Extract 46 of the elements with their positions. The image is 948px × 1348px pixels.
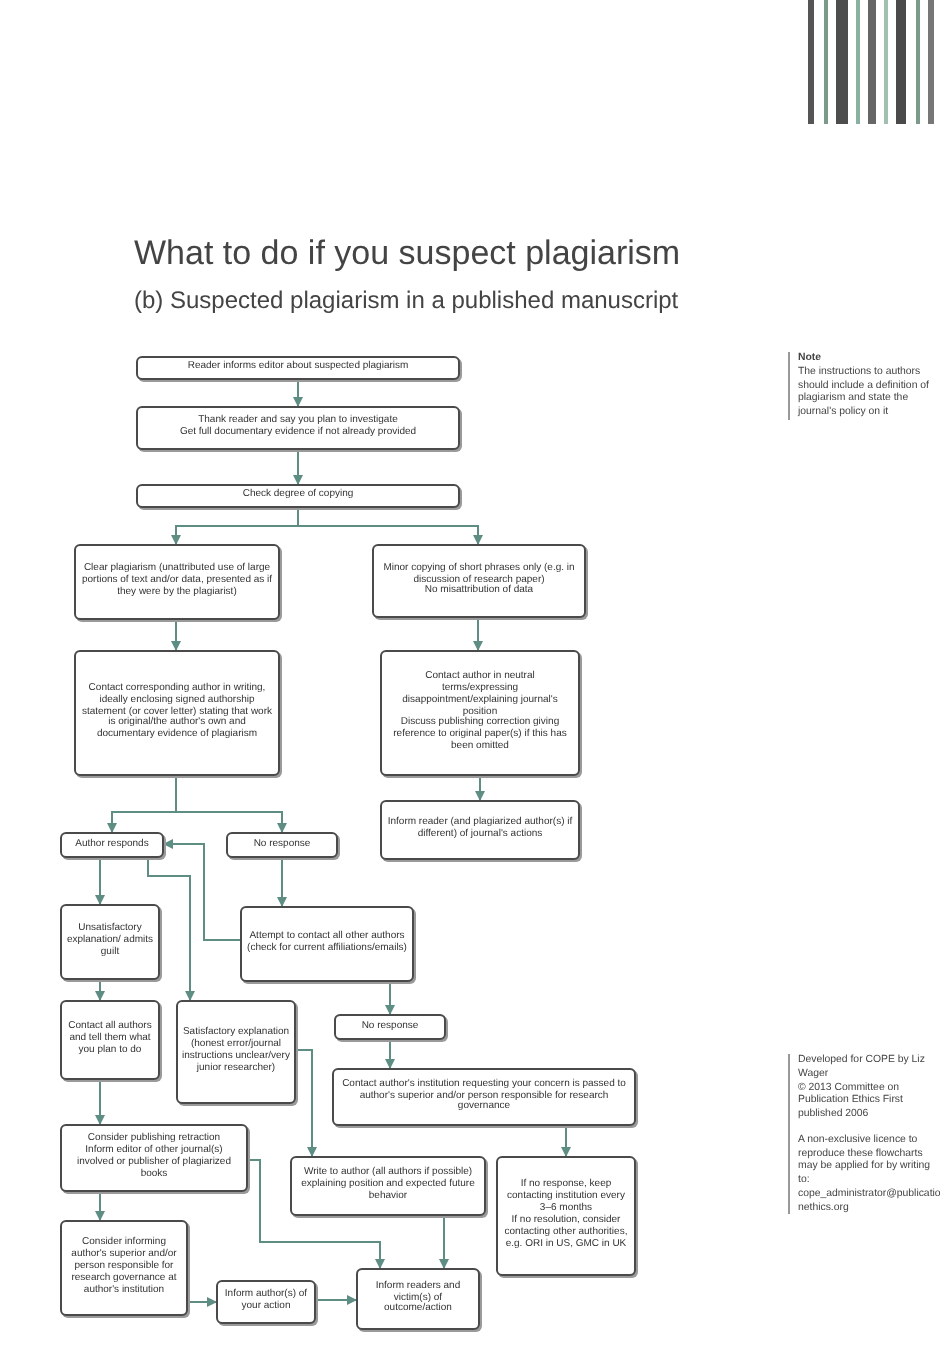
arrow (277, 857, 287, 907)
arrow (439, 1215, 449, 1269)
arrow (293, 379, 303, 407)
arrow (295, 1049, 317, 1157)
arrow (175, 775, 287, 833)
process-box (356, 1268, 480, 1330)
process-box (496, 1156, 636, 1276)
arrow (95, 1079, 105, 1125)
subtitle: (b) Suspected plagiarism in a published manuscript (134, 286, 679, 314)
process-box (74, 544, 280, 620)
process-box (136, 356, 460, 380)
arrow (163, 839, 241, 941)
arrow (95, 857, 105, 905)
arrow (293, 449, 303, 485)
process-box (176, 1000, 296, 1104)
arrow (187, 1297, 217, 1307)
process-box (334, 1014, 446, 1040)
process-box (332, 1068, 636, 1126)
arrow (475, 775, 485, 801)
process-box (136, 484, 460, 508)
process-box (372, 544, 586, 618)
arrow (385, 1039, 395, 1069)
process-box (60, 1220, 188, 1316)
arrow (147, 857, 195, 1001)
process-box (60, 904, 160, 980)
process-box (74, 650, 280, 776)
process-box (136, 406, 460, 450)
process-box (60, 1000, 160, 1080)
title: What to do if you suspect plagiarism (134, 234, 681, 274)
arrow (247, 1159, 385, 1269)
process-box (216, 1280, 316, 1324)
process-box (240, 906, 414, 982)
process-box (60, 832, 164, 858)
arrow (95, 1191, 105, 1221)
process-box (380, 800, 580, 860)
arrow (297, 507, 483, 545)
arrow (385, 981, 395, 1015)
arrow (473, 617, 483, 651)
arrow (95, 979, 105, 1001)
arrow (171, 619, 181, 651)
arrow (315, 1295, 357, 1305)
process-box (226, 832, 338, 858)
process-box (60, 1124, 248, 1192)
process-box (380, 650, 580, 776)
arrow (561, 1125, 571, 1157)
process-box (290, 1156, 486, 1216)
